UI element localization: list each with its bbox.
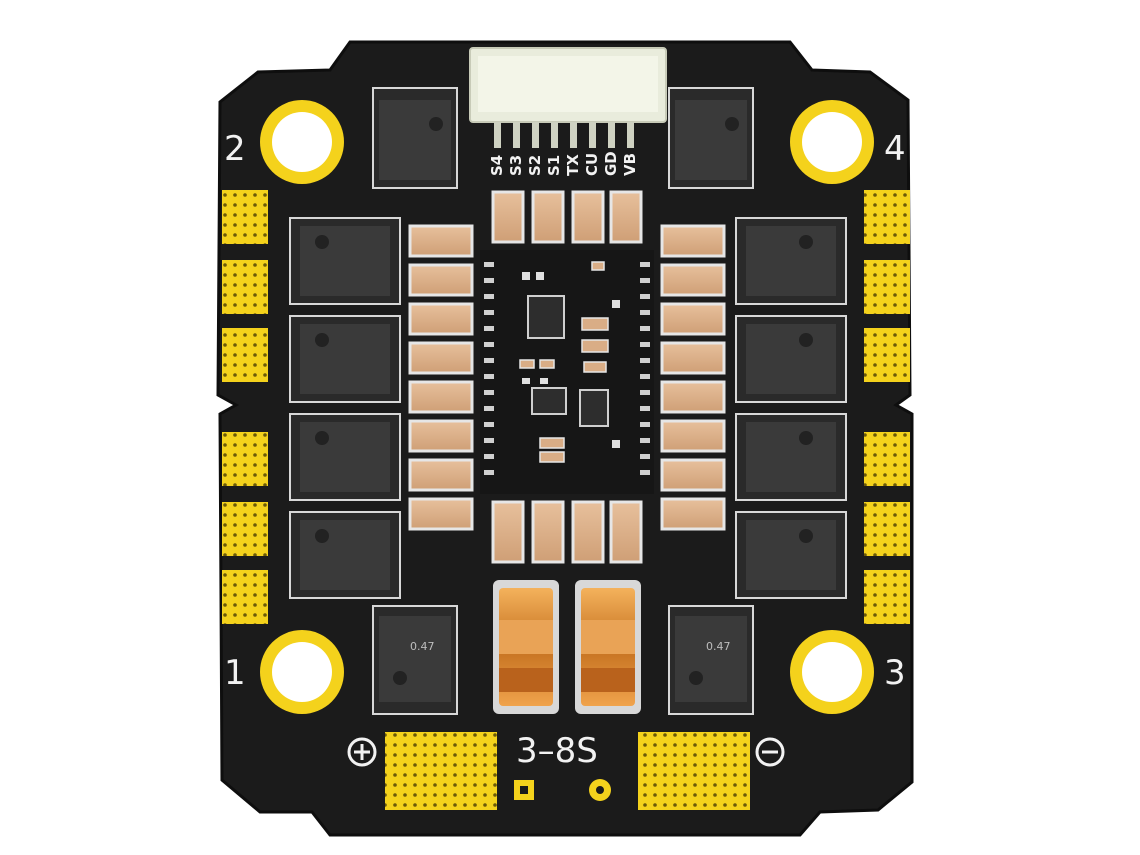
- mosfets-right: [735, 217, 847, 599]
- mosfet-chip: [668, 87, 754, 189]
- pin-label: TX: [564, 154, 582, 176]
- mosfet-chip: [289, 315, 401, 403]
- pin-label: CU: [583, 153, 601, 176]
- minus-circle-icon: [755, 737, 785, 767]
- mosfet-chip: 0.47: [668, 605, 754, 715]
- capacitor: [408, 302, 474, 336]
- capacitor: [408, 380, 474, 414]
- chip-marking: 0.47: [410, 640, 435, 653]
- capacitor: [571, 500, 605, 564]
- corner-label-top-right: 4: [884, 129, 906, 169]
- mosfet-chip: [735, 217, 847, 305]
- capacitor: [491, 190, 525, 244]
- capacitors-left: [408, 224, 474, 531]
- motor-pad: [864, 260, 910, 314]
- signal-connector: [469, 47, 667, 148]
- mosfet-chip: [735, 413, 847, 501]
- capacitor: [408, 341, 474, 375]
- battery-pad-negative: [638, 732, 750, 810]
- pin-label: S1: [545, 155, 563, 176]
- capacitor: [660, 380, 726, 414]
- capacitor: [660, 341, 726, 375]
- pin-label: S4: [488, 155, 506, 176]
- corner-chips: 0.47 0.47: [372, 87, 754, 715]
- motor-pad: [864, 432, 910, 486]
- capacitors-right: [660, 224, 726, 531]
- motor-pads-left: [222, 190, 268, 624]
- mosfet-chip: [735, 315, 847, 403]
- motor-pads-right: [864, 190, 910, 624]
- connector-pin-labels: S4 S3 S2 S1 TX CU GD VB: [488, 151, 639, 176]
- inductor: [575, 580, 641, 714]
- mosfet-chip: [289, 217, 401, 305]
- chip-marking: 0.47: [706, 640, 731, 653]
- capacitor: [609, 190, 643, 244]
- mosfet-chip: 0.47: [372, 605, 458, 715]
- capacitor: [408, 263, 474, 297]
- battery-pad-positive: [385, 732, 497, 810]
- ic-chip: [531, 387, 567, 415]
- mounting-holes: [260, 100, 874, 714]
- inductor: [493, 580, 559, 714]
- corner-label-top-left: 2: [224, 129, 246, 169]
- corner-label-bottom-right: 3: [884, 653, 906, 693]
- pin-label: S2: [526, 155, 544, 176]
- motor-pad: [864, 328, 910, 382]
- voltage-label: 3–8S: [516, 731, 598, 771]
- motor-pad: [864, 502, 910, 556]
- capacitor: [408, 224, 474, 258]
- capacitor: [660, 302, 726, 336]
- motor-pad: [222, 328, 268, 382]
- corner-label-bottom-left: 1: [224, 653, 246, 693]
- capacitor: [408, 419, 474, 453]
- capacitor: [531, 500, 565, 564]
- motor-pad: [222, 502, 268, 556]
- motor-pad: [222, 432, 268, 486]
- pin-label: VB: [621, 153, 639, 176]
- capacitor: [660, 263, 726, 297]
- plus-circle-icon: [347, 737, 377, 767]
- capacitor: [571, 190, 605, 244]
- pin-label: GD: [602, 151, 620, 176]
- mosfet-chip: [372, 87, 458, 189]
- capacitors-bottom: [491, 500, 643, 564]
- mosfet-chip: [289, 413, 401, 501]
- capacitor: [660, 224, 726, 258]
- capacitor: [408, 458, 474, 492]
- ic-chip: [579, 389, 609, 427]
- capacitor: [660, 458, 726, 492]
- capacitors-top: [491, 190, 643, 244]
- capacitor: [531, 190, 565, 244]
- motor-pad: [222, 260, 268, 314]
- capacitor: [660, 497, 726, 531]
- ic-chip: [527, 295, 565, 339]
- mosfet-chip: [735, 511, 847, 599]
- motor-pad: [222, 190, 268, 244]
- mosfets-left: [289, 217, 401, 599]
- mosfet-chip: [289, 511, 401, 599]
- capacitor: [609, 500, 643, 564]
- motor-pad: [864, 190, 910, 244]
- motor-pad: [222, 570, 268, 624]
- capacitor: [660, 419, 726, 453]
- motor-pad: [864, 570, 910, 624]
- pin-label: S3: [507, 155, 525, 176]
- capacitor: [408, 497, 474, 531]
- capacitor: [491, 500, 525, 564]
- mcu-area: [480, 250, 654, 494]
